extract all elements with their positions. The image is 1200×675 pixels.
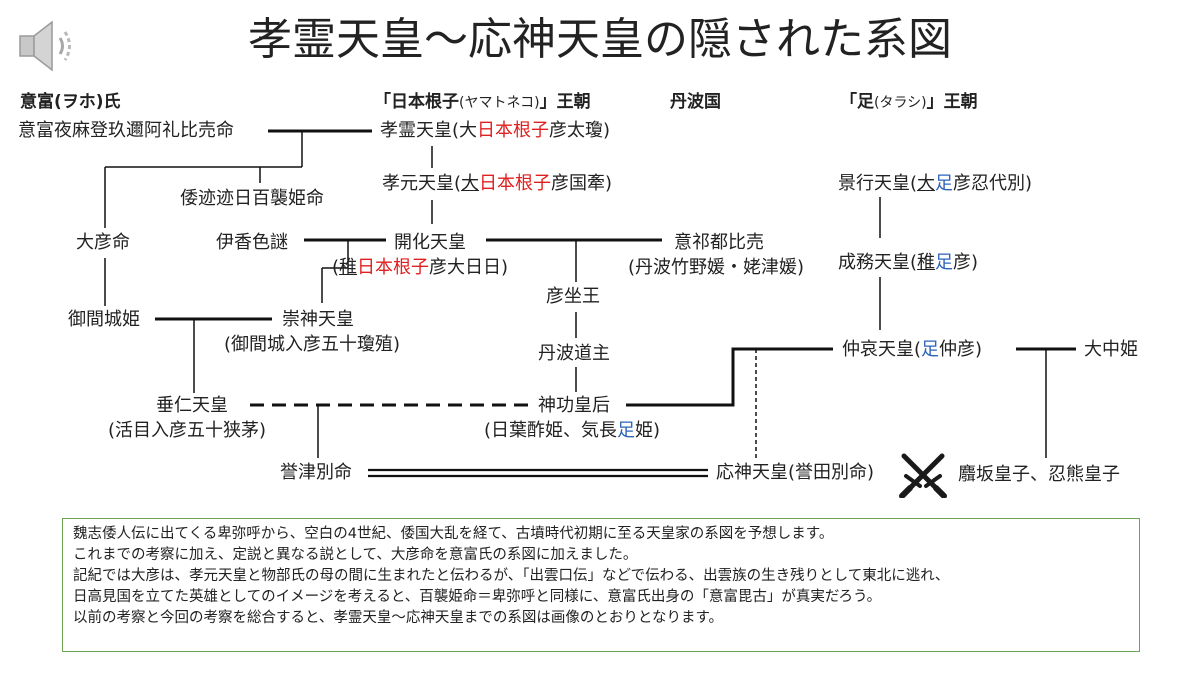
note-line: これまでの考察に加え、定説と異なる説として、大彦命を意富氏の系図に加えました。 [73,547,638,563]
node-homutsuwake: 誉津別命 [280,462,352,483]
node-seimu: 成務天皇(稚足彦) [838,252,979,273]
node-ojin: 応神天皇(誉田別命) [716,462,875,483]
explanation-note: 魏志倭人伝に出てくる卑弥呼から、空白の4世紀、倭国大乱を経て、古墳時代初期に至る… [62,518,1140,652]
node-ikagashiko: 伊香色謎 [216,232,288,253]
header-ofu-clan: 意富(ヲホ)氏 [20,92,121,112]
speaker-icon[interactable] [16,16,80,76]
node-korei: 孝霊天皇(大日本根子彦太瓊) [380,120,611,141]
node-chuai: 仲哀天皇(足仲彦) [842,339,983,360]
note-line: 日高見国を立てた英雄としてのイメージを考えると、百襲姫命＝卑弥呼と同様に、意富氏… [73,589,882,605]
crossed-swords-icon [899,453,947,498]
node-ohiko: 大彦命 [76,232,130,253]
node-kaika: 開化天皇 [394,232,466,253]
note-line: 以前の考察と今回の考察を総合すると、孝霊天皇〜応神天皇までの系図は画像のとおりと… [73,610,724,626]
page-title: 孝霊天皇〜応神天皇の隠された系図 [248,14,952,65]
node-ikitsuhime: 意祁都比売 [674,232,764,253]
node-keiko: 景行天皇(大足彦忍代別) [838,173,1033,194]
node-onakatsu-hime: 大中姫 [1084,339,1138,360]
node-kaika-alias: (稚日本根子彦大日日) [332,257,509,278]
node-yamatoto-momoso: 倭迹迹日百襲姫命 [180,188,324,209]
node-tanbamichi: 丹波道主 [538,343,610,364]
node-suinin-alias: (活目入彦五十狭茅) [108,420,267,441]
node-jingu: 神功皇后 [538,395,610,416]
note-line: 魏志倭人伝に出てくる卑弥呼から、空白の4世紀、倭国大乱を経て、古墳時代初期に至る… [73,526,834,542]
node-hikoimasu: 彦坐王 [546,286,600,307]
node-mimaki-hime: 御間城姫 [68,309,140,330]
node-sujin-alias: (御間城入彦五十瓊殖) [224,334,401,355]
node-kagosaka-oshikuma: 麛坂皇子、忍熊皇子 [958,464,1120,485]
header-tarashi-dynasty: 「足(タラシ)」王朝 [840,92,978,112]
node-ikitsuhime-alias: (丹波竹野媛・姥津媛) [628,257,805,278]
node-jingu-alias: (日葉酢姫、気長足姫) [484,420,661,441]
node-kogen: 孝元天皇(大日本根子彦国牽) [382,173,613,194]
node-ofuyomaro: 意富夜麻登玖邇阿礼比売命 [18,120,234,141]
header-tanba-province: 丹波国 [670,92,721,112]
node-sujin: 崇神天皇 [282,309,354,330]
header-hinomoto-dynasty: 「日本根子(ヤマトネコ)」王朝 [374,92,591,112]
node-suinin: 垂仁天皇 [156,395,228,416]
note-line: 記紀では大彦は、孝元天皇と物部氏の母の間に生まれたと伝わるが、「出雲口伝」などで… [73,568,950,584]
